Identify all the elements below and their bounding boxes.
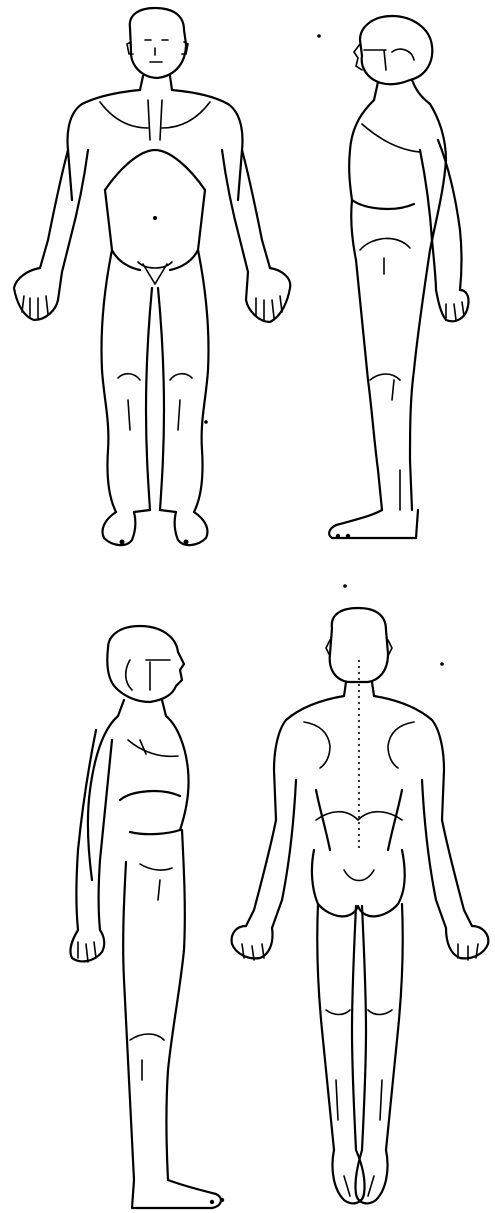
right-lateral-view-figure	[317, 16, 468, 538]
front-view-figure	[14, 8, 290, 545]
left-lateral-view-figure	[70, 626, 224, 1208]
posterior-view-figure	[232, 584, 489, 1203]
